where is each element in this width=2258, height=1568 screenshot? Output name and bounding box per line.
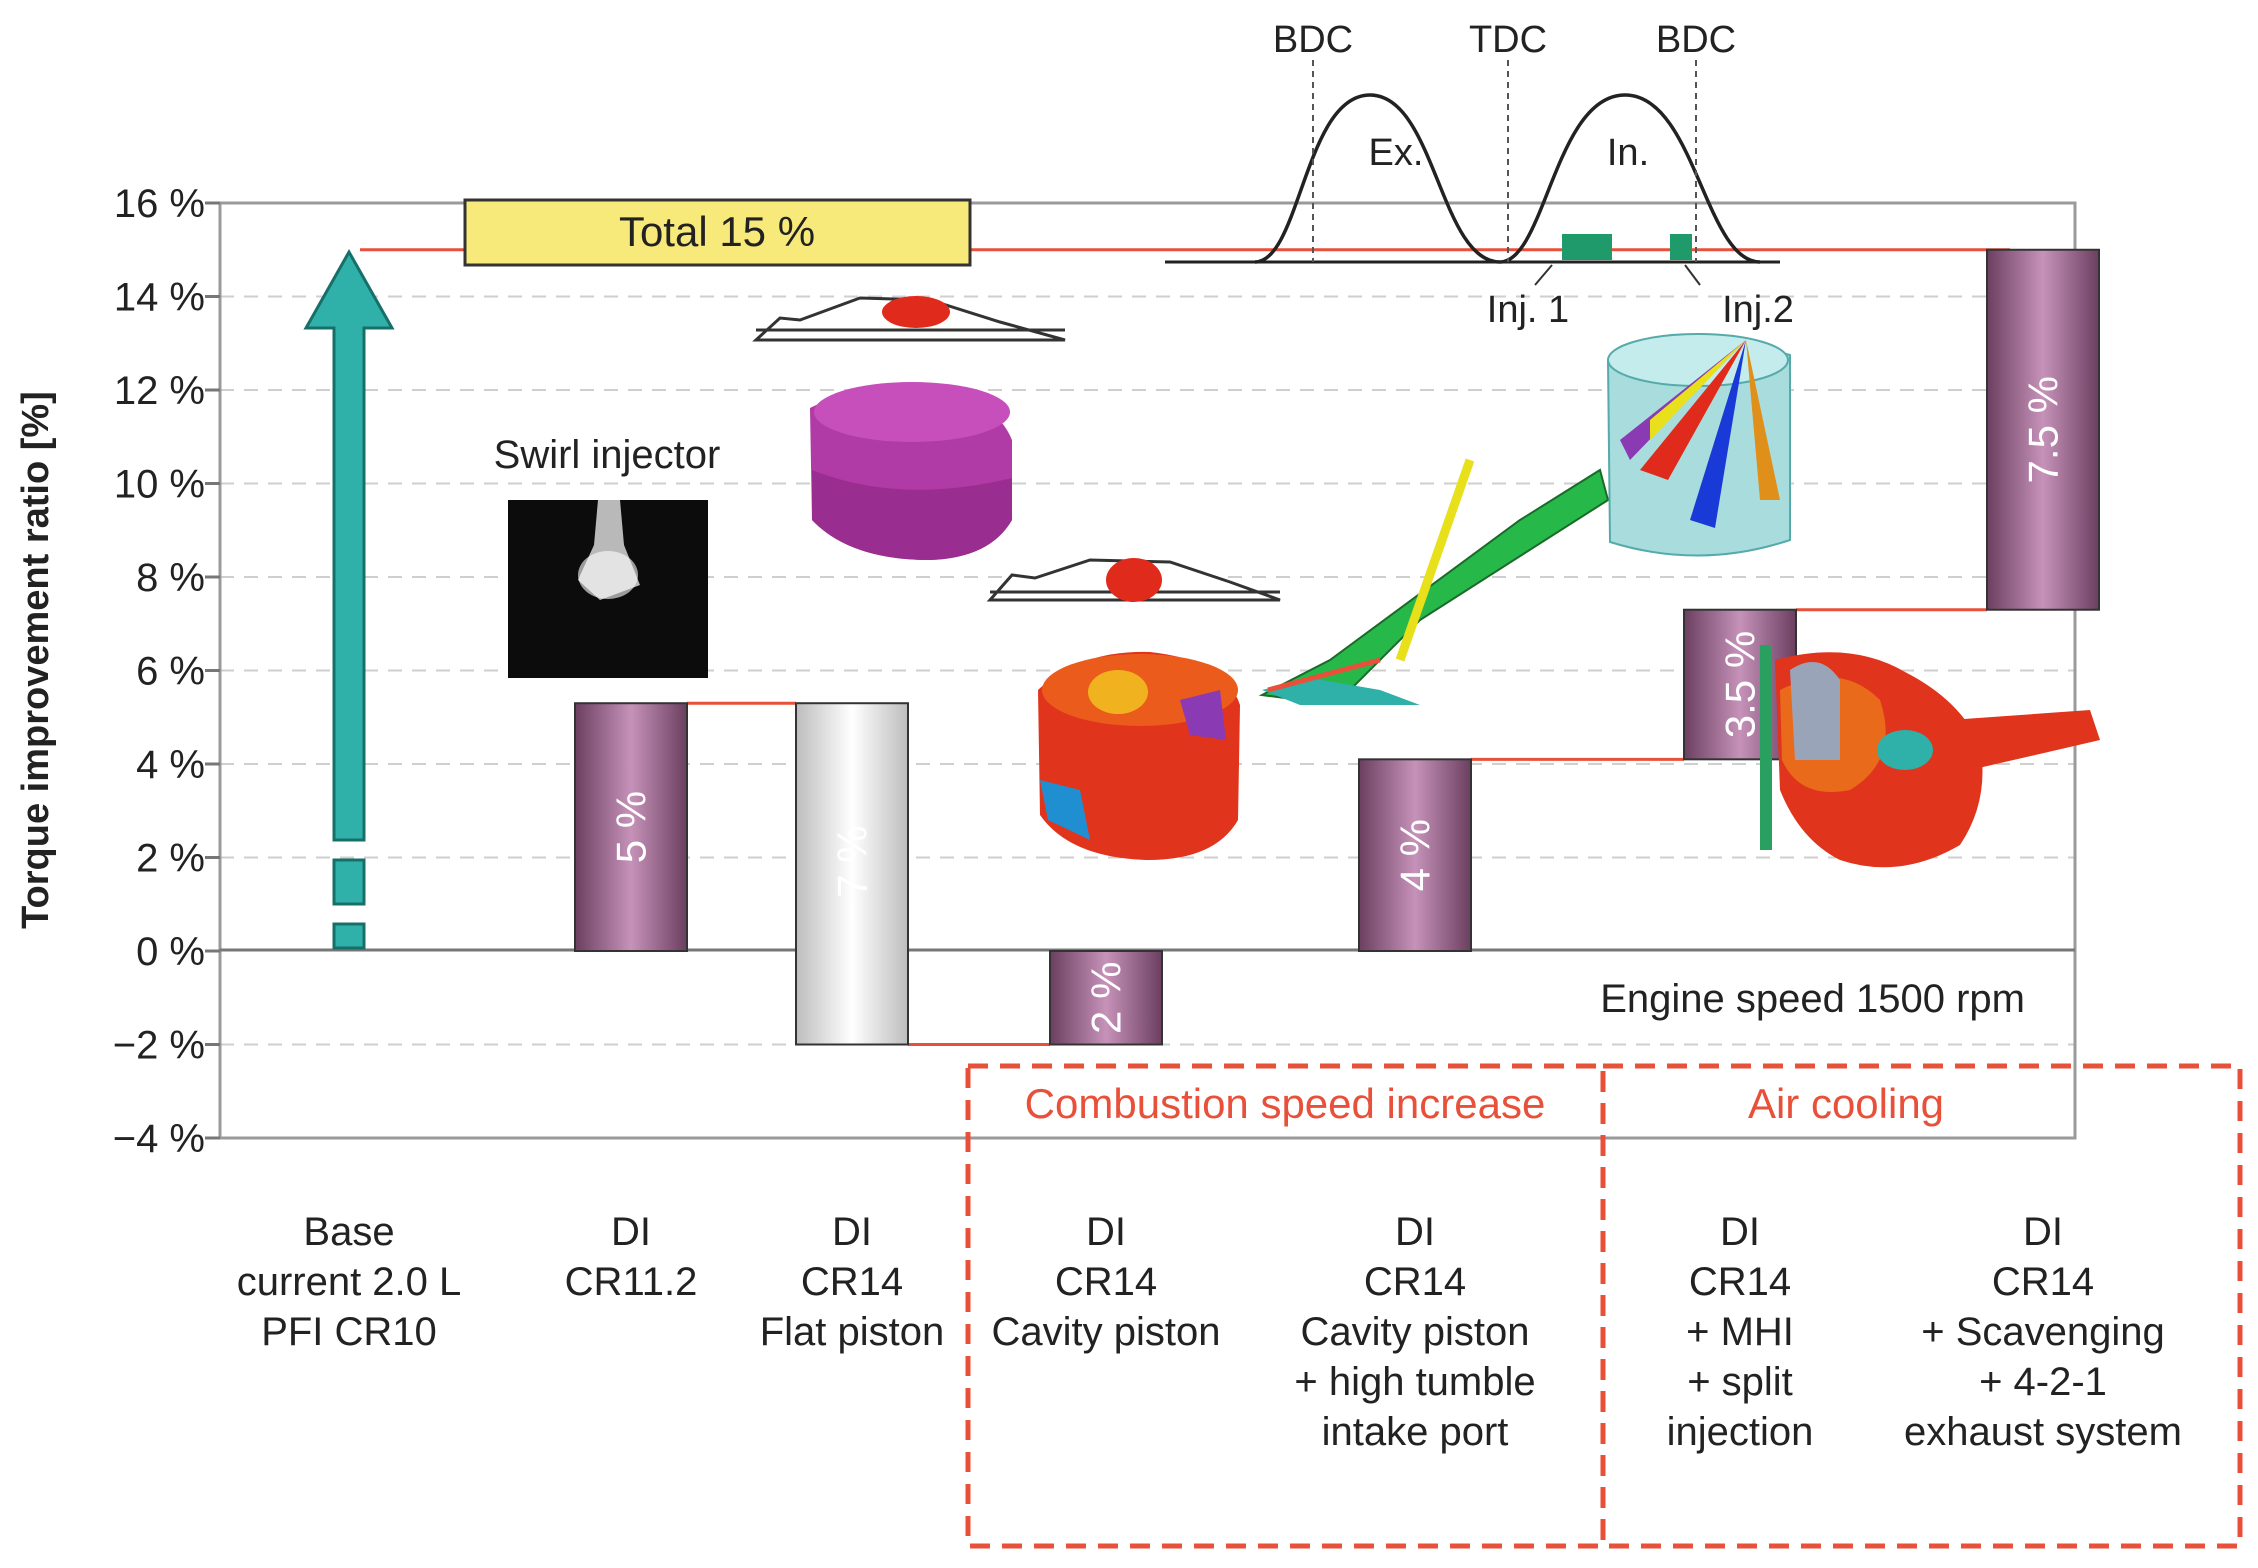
y-tick-label: −2 % [113,1024,205,1068]
category-label: Base current 2.0 L PFI CR10 [237,1210,462,1354]
category-label-line: DI [611,1210,651,1254]
category-label: DI CR14 + Scavenging + 4-2-1 exhaust system [1904,1210,2182,1454]
cavity-piston-illustration [1038,651,1240,860]
y-tick-label: 0 % [136,930,205,974]
y-axis-title: Torque improvement ratio [%] [15,391,57,929]
category-label-line: Base [303,1210,394,1254]
injection-1-marker [1562,234,1612,260]
category-label-line: DI [832,1210,872,1254]
exhaust-curve-label: Ex. [1369,132,1424,174]
bar-value-label: 7.5 % [2020,376,2067,483]
y-tick-label: −4 % [113,1117,205,1161]
category-label-line: DI [1720,1210,1760,1254]
category-label-line: + MHI [1686,1310,1794,1354]
y-tick-label: 16 % [114,182,205,226]
bar-value-label: 3.5 % [1717,631,1764,738]
bar-2 [795,702,909,1046]
category-label-line: PFI CR10 [261,1310,437,1354]
combustion-speed-group-label: Combustion speed increase [1025,1080,1546,1127]
category-label-line: CR14 [801,1260,903,1304]
y-tick-label: 2 % [136,837,205,881]
category-label-line: + Scavenging [1921,1310,2165,1354]
category-label-line: + split [1687,1360,1793,1404]
bar-4 [1358,758,1472,953]
bar-6 [1986,248,2100,611]
y-tick-label: 4 % [136,743,205,787]
air-cooling-group-label: Air cooling [1748,1080,1944,1127]
intake-curve-label: In. [1607,132,1649,174]
base-arrow-segment-2 [332,858,366,906]
category-label-line: + 4-2-1 [1979,1360,2107,1404]
y-tick-label: 14 % [114,276,205,320]
spray-cylinder-illustration [1606,333,1791,557]
flat-piston-chamber-illustration [752,296,1066,342]
bdc-label-2: BDC [1656,19,1736,61]
bar-value-label: −7 % [829,825,876,922]
category-label: DI CR14 + MHI + split injection [1667,1210,1814,1454]
injection-2-label: Inj.2 [1722,289,1794,331]
category-label-line: CR14 [1055,1260,1157,1304]
bars: 5 % −7 % 2 % 4 % 3.5 % 7.5 % [574,248,2100,1046]
bar-value-label: 4 % [1392,819,1439,891]
category-label-line: + high tumble [1294,1360,1535,1404]
cavity-piston-chamber-illustration [986,558,1281,602]
category-label-line: CR14 [1364,1260,1466,1304]
category-label-line: current 2.0 L [237,1260,462,1304]
category-label-line: CR11.2 [565,1260,698,1304]
y-tick-label: 12 % [114,369,205,413]
base-arrow-segment-1 [332,922,366,950]
y-tick-label: 8 % [136,556,205,600]
swirl-injector-photo [508,500,708,678]
category-label-line: exhaust system [1904,1410,2182,1454]
bar-value-label: 2 % [1083,962,1130,1034]
engine-speed-label: Engine speed 1500 rpm [1600,977,2025,1021]
category-label: DI CR11.2 [565,1210,698,1304]
category-label-line: CR14 [1689,1260,1791,1304]
swirl-injector-label: Swirl injector [494,433,721,477]
bar-value-label: 5 % [608,791,655,863]
category-label-line: injection [1667,1410,1814,1454]
total-label: Total 15 % [619,208,815,255]
tdc-label: TDC [1469,19,1547,61]
category-label-line: Cavity piston [992,1310,1221,1354]
base-arrow [303,248,395,950]
total-box [463,198,972,267]
category-label-line: Cavity piston [1301,1310,1530,1354]
category-label-line: CR14 [1992,1260,2094,1304]
flat-piston-illustration [810,382,1012,560]
air-cooling-group-box [1600,1063,2243,1549]
category-label-line: Flat piston [760,1310,945,1354]
bdc-label-1: BDC [1273,19,1353,61]
category-label-line: intake port [1322,1410,1509,1454]
y-tick-label: 10 % [114,463,205,507]
valve-lift-inset: BDC TDC BDC Ex. In. Inj. 1 Inj.2 [1165,19,1794,331]
exhaust-system-illustration [1760,645,2100,868]
exhaust-lift-curve [1254,93,1501,264]
y-tick-labels: 16 % 14 % 12 % 10 % 8 % 6 % 4 % 2 % 0 % −2 % −4 % [113,182,220,1161]
intake-lift-curve [1499,93,1761,264]
bar-3 [1049,950,1163,1046]
category-label-line: DI [1086,1210,1126,1254]
bar-1 [574,702,688,952]
y-tick-label: 6 % [136,650,205,694]
injection-1-label: Inj. 1 [1487,289,1569,331]
category-label-line: DI [2023,1210,2063,1254]
high-tumble-port-illustration [1258,458,1610,705]
injection-2-marker [1670,234,1692,260]
category-label-line: DI [1395,1210,1435,1254]
base-arrow-shaft [303,248,395,842]
